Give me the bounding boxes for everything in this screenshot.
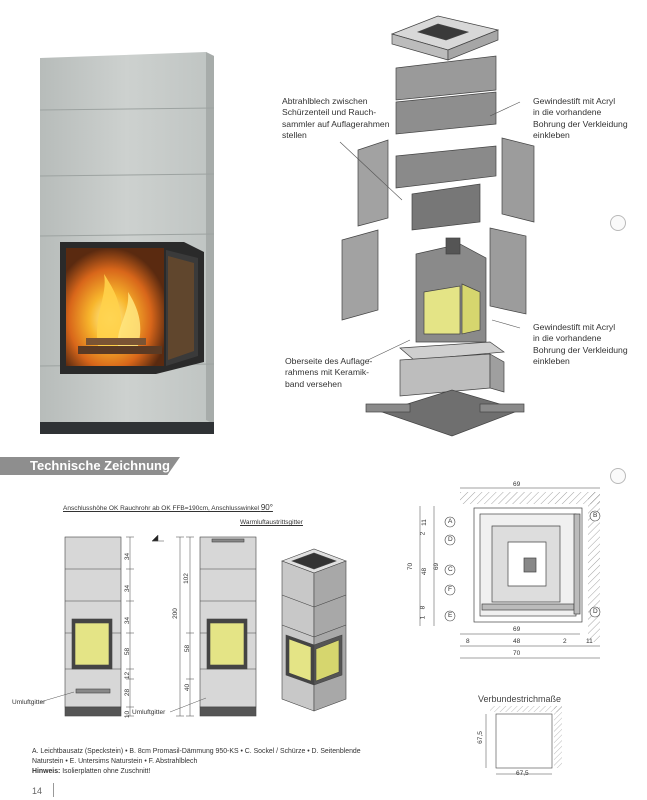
- plan-view-drawing: [419, 487, 601, 659]
- callout-heat-shield: Abtrahlblech zwischen Schürzenteil und R…: [282, 96, 389, 142]
- section-header: Technische Zeichnung: [0, 457, 180, 475]
- callout-line: Bohrung der Verkleidung: [533, 118, 628, 129]
- plan-dim: 1: [419, 615, 427, 620]
- plan-bottom-dim: 11: [586, 638, 593, 645]
- total-height-label: 200: [171, 608, 179, 619]
- plan-callout-letter: D: [448, 536, 453, 543]
- callout-line: Abtrahlblech zwischen: [282, 96, 368, 106]
- circulation-grille-label: Umluftgitter: [12, 699, 46, 706]
- elevation-drawing: [64, 534, 347, 717]
- legend-note: Hinweis: Isolierplatten ohne Zuschnitt!: [32, 767, 432, 777]
- connection-angle: 90°: [260, 503, 273, 512]
- callout-line: sammler auf Auflagerahmen: [282, 118, 390, 129]
- plan-callout-letter: C: [448, 566, 453, 573]
- page-number-divider: [53, 783, 54, 797]
- plan-callout-letter: D: [593, 608, 598, 615]
- plan-dim: 48: [421, 567, 429, 576]
- callout-line: Bohrung der Verkleidung: [533, 344, 628, 355]
- plan-bottom-dim: 48: [513, 638, 521, 645]
- callout-line: band versehen: [285, 378, 342, 389]
- callout-line: einkleben: [533, 130, 570, 141]
- warm-air-outlet-label: Warmluftaustrittsgitter: [240, 519, 303, 526]
- plan-bottom-dim: 2: [563, 638, 567, 645]
- callout-line: einkleben: [533, 356, 570, 367]
- plan-callout-letter: A: [448, 518, 453, 525]
- plan-callout-letter: E: [448, 612, 453, 619]
- connection-note-text: Anschlusshöhe OK Rauchrohr ab OK FFB=190…: [63, 505, 259, 512]
- dim-label: 34: [124, 616, 132, 625]
- callout-leaders: [339, 101, 521, 361]
- callout-line: Gewindestift mit Acryl: [533, 322, 616, 332]
- plan-callout-letter: B: [593, 512, 598, 519]
- plan-dim: 8: [419, 605, 427, 610]
- plan-dim: 70: [407, 562, 415, 571]
- note-text: Isolierplatten ohne Zuschnitt!: [60, 768, 151, 775]
- grille-leaders: [39, 691, 207, 713]
- callout-line: Gewindestift mit Acryl: [533, 96, 616, 106]
- screed-drawing: [485, 706, 562, 775]
- dim-label: 12: [124, 671, 132, 680]
- page-number: 14: [32, 786, 43, 796]
- callout-line: in die vorhandene: [533, 107, 602, 118]
- plan-dim: 69: [433, 562, 441, 571]
- plan-dim: 11: [420, 519, 428, 526]
- dim-label: 102: [182, 573, 190, 584]
- dim-label: 34: [124, 552, 132, 561]
- callout-line: rahmens mit Keramik-: [285, 367, 370, 378]
- plan-top-width: 69: [513, 481, 521, 488]
- screed-height: 67,5: [476, 731, 484, 744]
- legend-line: Naturstein • E. Untersims Naturstein • F…: [32, 758, 198, 765]
- connection-note: Anschlusshöhe OK Rauchrohr ab OK FFB=190…: [63, 503, 273, 512]
- callout-ceramic-band: Oberseite des Auflage- rahmens mit Keram…: [285, 356, 372, 390]
- screed-width: 67,5: [516, 770, 529, 777]
- callout-set-screw-middle: Gewindestift mit Acryl in die vorhandene…: [533, 322, 628, 368]
- callout-line: stellen: [282, 130, 307, 141]
- exploded-assembly-drawing: [341, 15, 535, 437]
- punch-hole: [610, 215, 626, 231]
- callout-line: Oberseite des Auflage-: [285, 356, 373, 366]
- callout-line: Schürzenteil und Rauch-: [282, 107, 377, 118]
- plan-dim: 2: [419, 531, 427, 536]
- callout-line: in die vorhandene: [533, 333, 602, 344]
- legend-line: A. Leichtbausatz (Speckstein) • B. 8cm P…: [32, 748, 361, 755]
- plan-bottom-dim: 8: [466, 638, 470, 645]
- callout-set-screw-top: Gewindestift mit Acryl in die vorhandene…: [533, 96, 628, 142]
- dim-label: 58: [124, 647, 132, 656]
- screed-title: Verbundestrichmaße: [478, 694, 562, 704]
- legend: A. Leichtbausatz (Speckstein) • B. 8cm P…: [32, 747, 432, 777]
- plan-bottom-width: 69: [513, 626, 521, 633]
- stove-photo: [39, 52, 215, 434]
- circulation-grille-label: Umluftgitter: [132, 709, 166, 716]
- plan-callout-letter: F: [448, 586, 452, 593]
- punch-hole: [610, 468, 626, 484]
- note-label: Hinweis:: [32, 768, 61, 775]
- dim-label: 58: [184, 644, 192, 653]
- dim-label: 34: [124, 584, 132, 593]
- section-title: Technische Zeichnung: [30, 458, 170, 473]
- plan-bottom-total: 70: [513, 650, 521, 657]
